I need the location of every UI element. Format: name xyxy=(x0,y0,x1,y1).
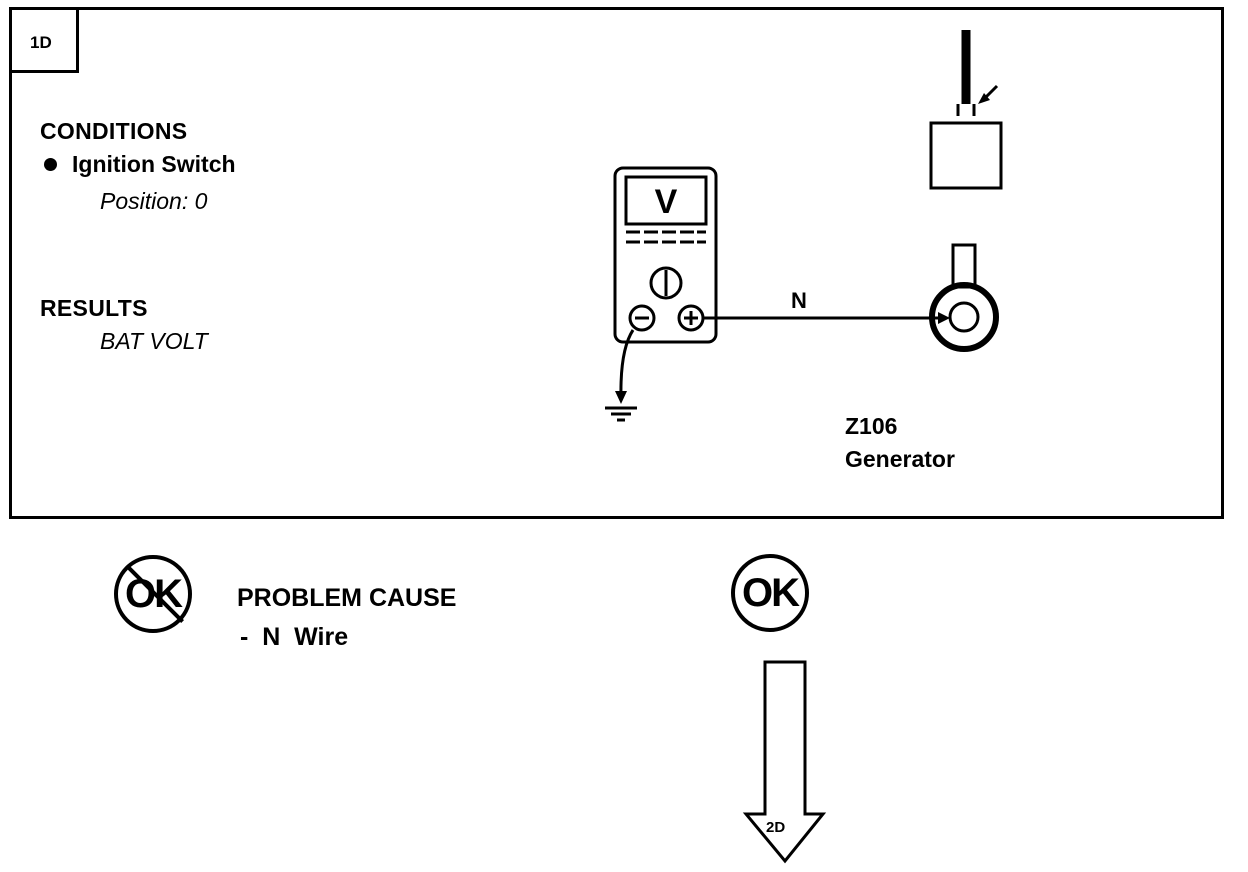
generator-terminal-icon xyxy=(929,243,999,352)
results-heading: RESULTS xyxy=(40,295,148,321)
not-ok-badge: OK xyxy=(114,555,192,633)
voltmeter-icon xyxy=(613,166,718,344)
step-number: 1D xyxy=(30,33,52,52)
condition-label: Ignition Switch xyxy=(72,151,236,177)
n-wire-lead xyxy=(703,312,950,324)
step-number-tab xyxy=(9,7,79,73)
problem-cause-heading: PROBLEM CAUSE xyxy=(237,584,457,612)
ok-badge-text: OK xyxy=(742,570,800,615)
component-name: Generator xyxy=(845,446,955,472)
negative-terminal xyxy=(628,304,656,332)
component-id: Z106 xyxy=(845,413,898,439)
ground-lead xyxy=(605,329,637,422)
bullet-icon xyxy=(44,158,57,171)
condition-value: Position: 0 xyxy=(100,188,208,214)
meter-display-text: V xyxy=(655,183,678,221)
problem-cause-item: - N Wire xyxy=(240,623,349,651)
meter-dial xyxy=(649,266,683,300)
conditions-heading: CONDITIONS xyxy=(40,118,188,144)
ok-badge: OK xyxy=(731,554,809,632)
next-step-arrow-icon xyxy=(742,660,827,864)
test-step-panel xyxy=(9,7,1224,519)
results-value: BAT VOLT xyxy=(100,328,208,354)
next-step-label[interactable]: 2D xyxy=(766,819,786,836)
disconnected-connector-icon xyxy=(929,30,1003,190)
meter-keypad xyxy=(626,230,706,244)
wire-label: N xyxy=(791,288,807,313)
